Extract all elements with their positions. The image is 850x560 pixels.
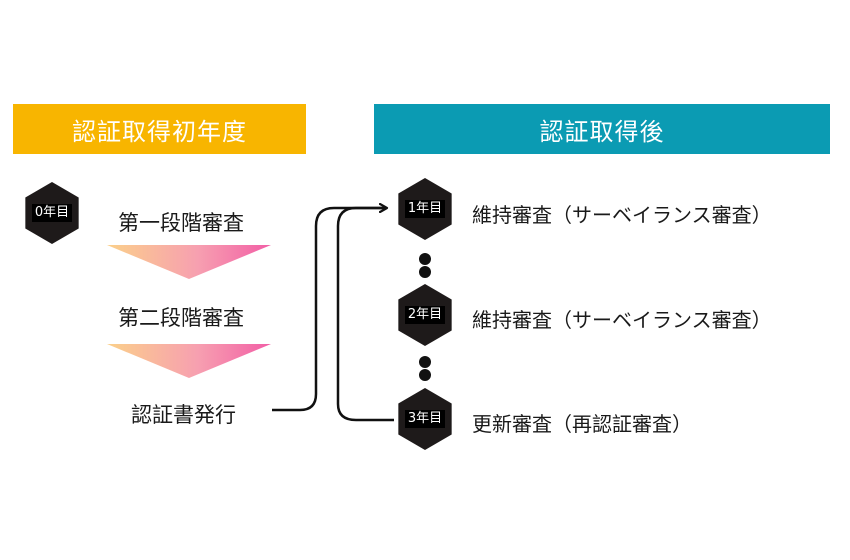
year-3-review: 更新審査（再認証審査） [472, 412, 692, 436]
year-3-label: 3年目 [404, 410, 446, 428]
step-second-stage-audit: 第二段階審査 [118, 306, 244, 330]
year3-loop-arrow [336, 206, 394, 422]
year-0-label: 0年目 [31, 204, 73, 222]
year-1-label: 1年目 [404, 200, 446, 218]
year-2-badge: 2年目 [398, 284, 452, 346]
issuance-to-year1-arrow [272, 208, 386, 412]
year-3-badge: 3年目 [398, 388, 452, 450]
banner-after-certification: 認証取得後 [374, 104, 830, 154]
ellipsis-dot [419, 369, 431, 381]
ellipsis-dot [419, 356, 431, 368]
step-first-stage-audit: 第一段階審査 [118, 211, 244, 235]
banner-initial-year-label: 認証取得初年度 [72, 117, 247, 146]
year-2-label: 2年目 [404, 306, 446, 324]
banner-after-certification-label: 認証取得後 [539, 117, 665, 146]
ellipsis-dot [419, 266, 431, 278]
ellipsis-dot [419, 253, 431, 265]
year-1-review: 維持審査（サーベイランス審査） [472, 203, 772, 227]
step-certificate-issuance: 認証書発行 [131, 403, 236, 427]
banner-initial-year: 認証取得初年度 [13, 104, 306, 154]
year-2-review: 維持審査（サーベイランス審査） [472, 308, 772, 332]
